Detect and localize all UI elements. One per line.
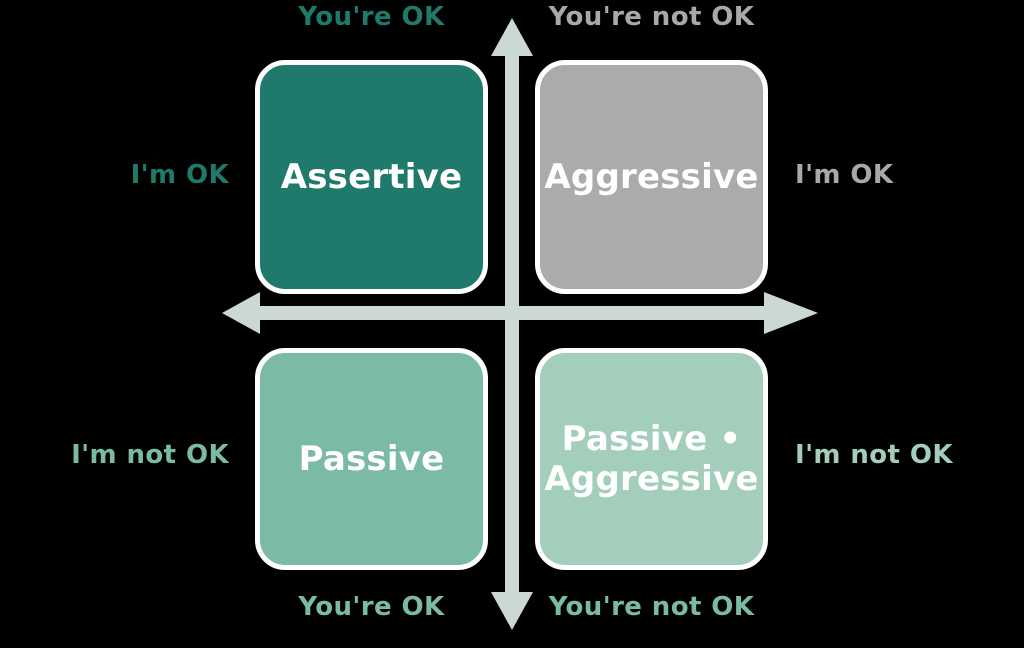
horizontal-axis-arrow bbox=[222, 292, 818, 334]
axis-label-bottom-right: You're not OK bbox=[548, 592, 755, 622]
axis-label-top-right: You're not OK bbox=[548, 2, 755, 32]
quadrant-assertive[interactable]: Assertive bbox=[255, 60, 488, 294]
axis-label-right-top: I'm OK bbox=[795, 160, 894, 190]
axis-label-left-bottom: I'm not OK bbox=[71, 440, 229, 470]
axis-label-left-top: I'm OK bbox=[130, 160, 229, 190]
quadrant-passive[interactable]: Passive bbox=[255, 348, 488, 570]
quadrant-aggressive[interactable]: Aggressive bbox=[535, 60, 768, 294]
quadrant-passive-aggressive[interactable]: Passive • Aggressive bbox=[535, 348, 768, 570]
quadrant-assertive-label: Assertive bbox=[280, 156, 463, 197]
quadrant-passive-aggressive-label-line2: Aggressive bbox=[544, 459, 759, 499]
vertical-axis-arrow bbox=[491, 18, 533, 630]
axis-label-right-bottom: I'm not OK bbox=[795, 440, 953, 470]
axis-label-bottom-left: You're OK bbox=[298, 592, 445, 622]
quadrant-passive-label: Passive bbox=[298, 438, 445, 479]
quadrant-passive-aggressive-label: Passive • Aggressive bbox=[544, 419, 758, 499]
axis-label-top-left: You're OK bbox=[298, 2, 445, 32]
quadrant-aggressive-label: Aggressive bbox=[544, 156, 759, 197]
quadrant-passive-aggressive-label-line1: Passive • bbox=[561, 418, 742, 459]
